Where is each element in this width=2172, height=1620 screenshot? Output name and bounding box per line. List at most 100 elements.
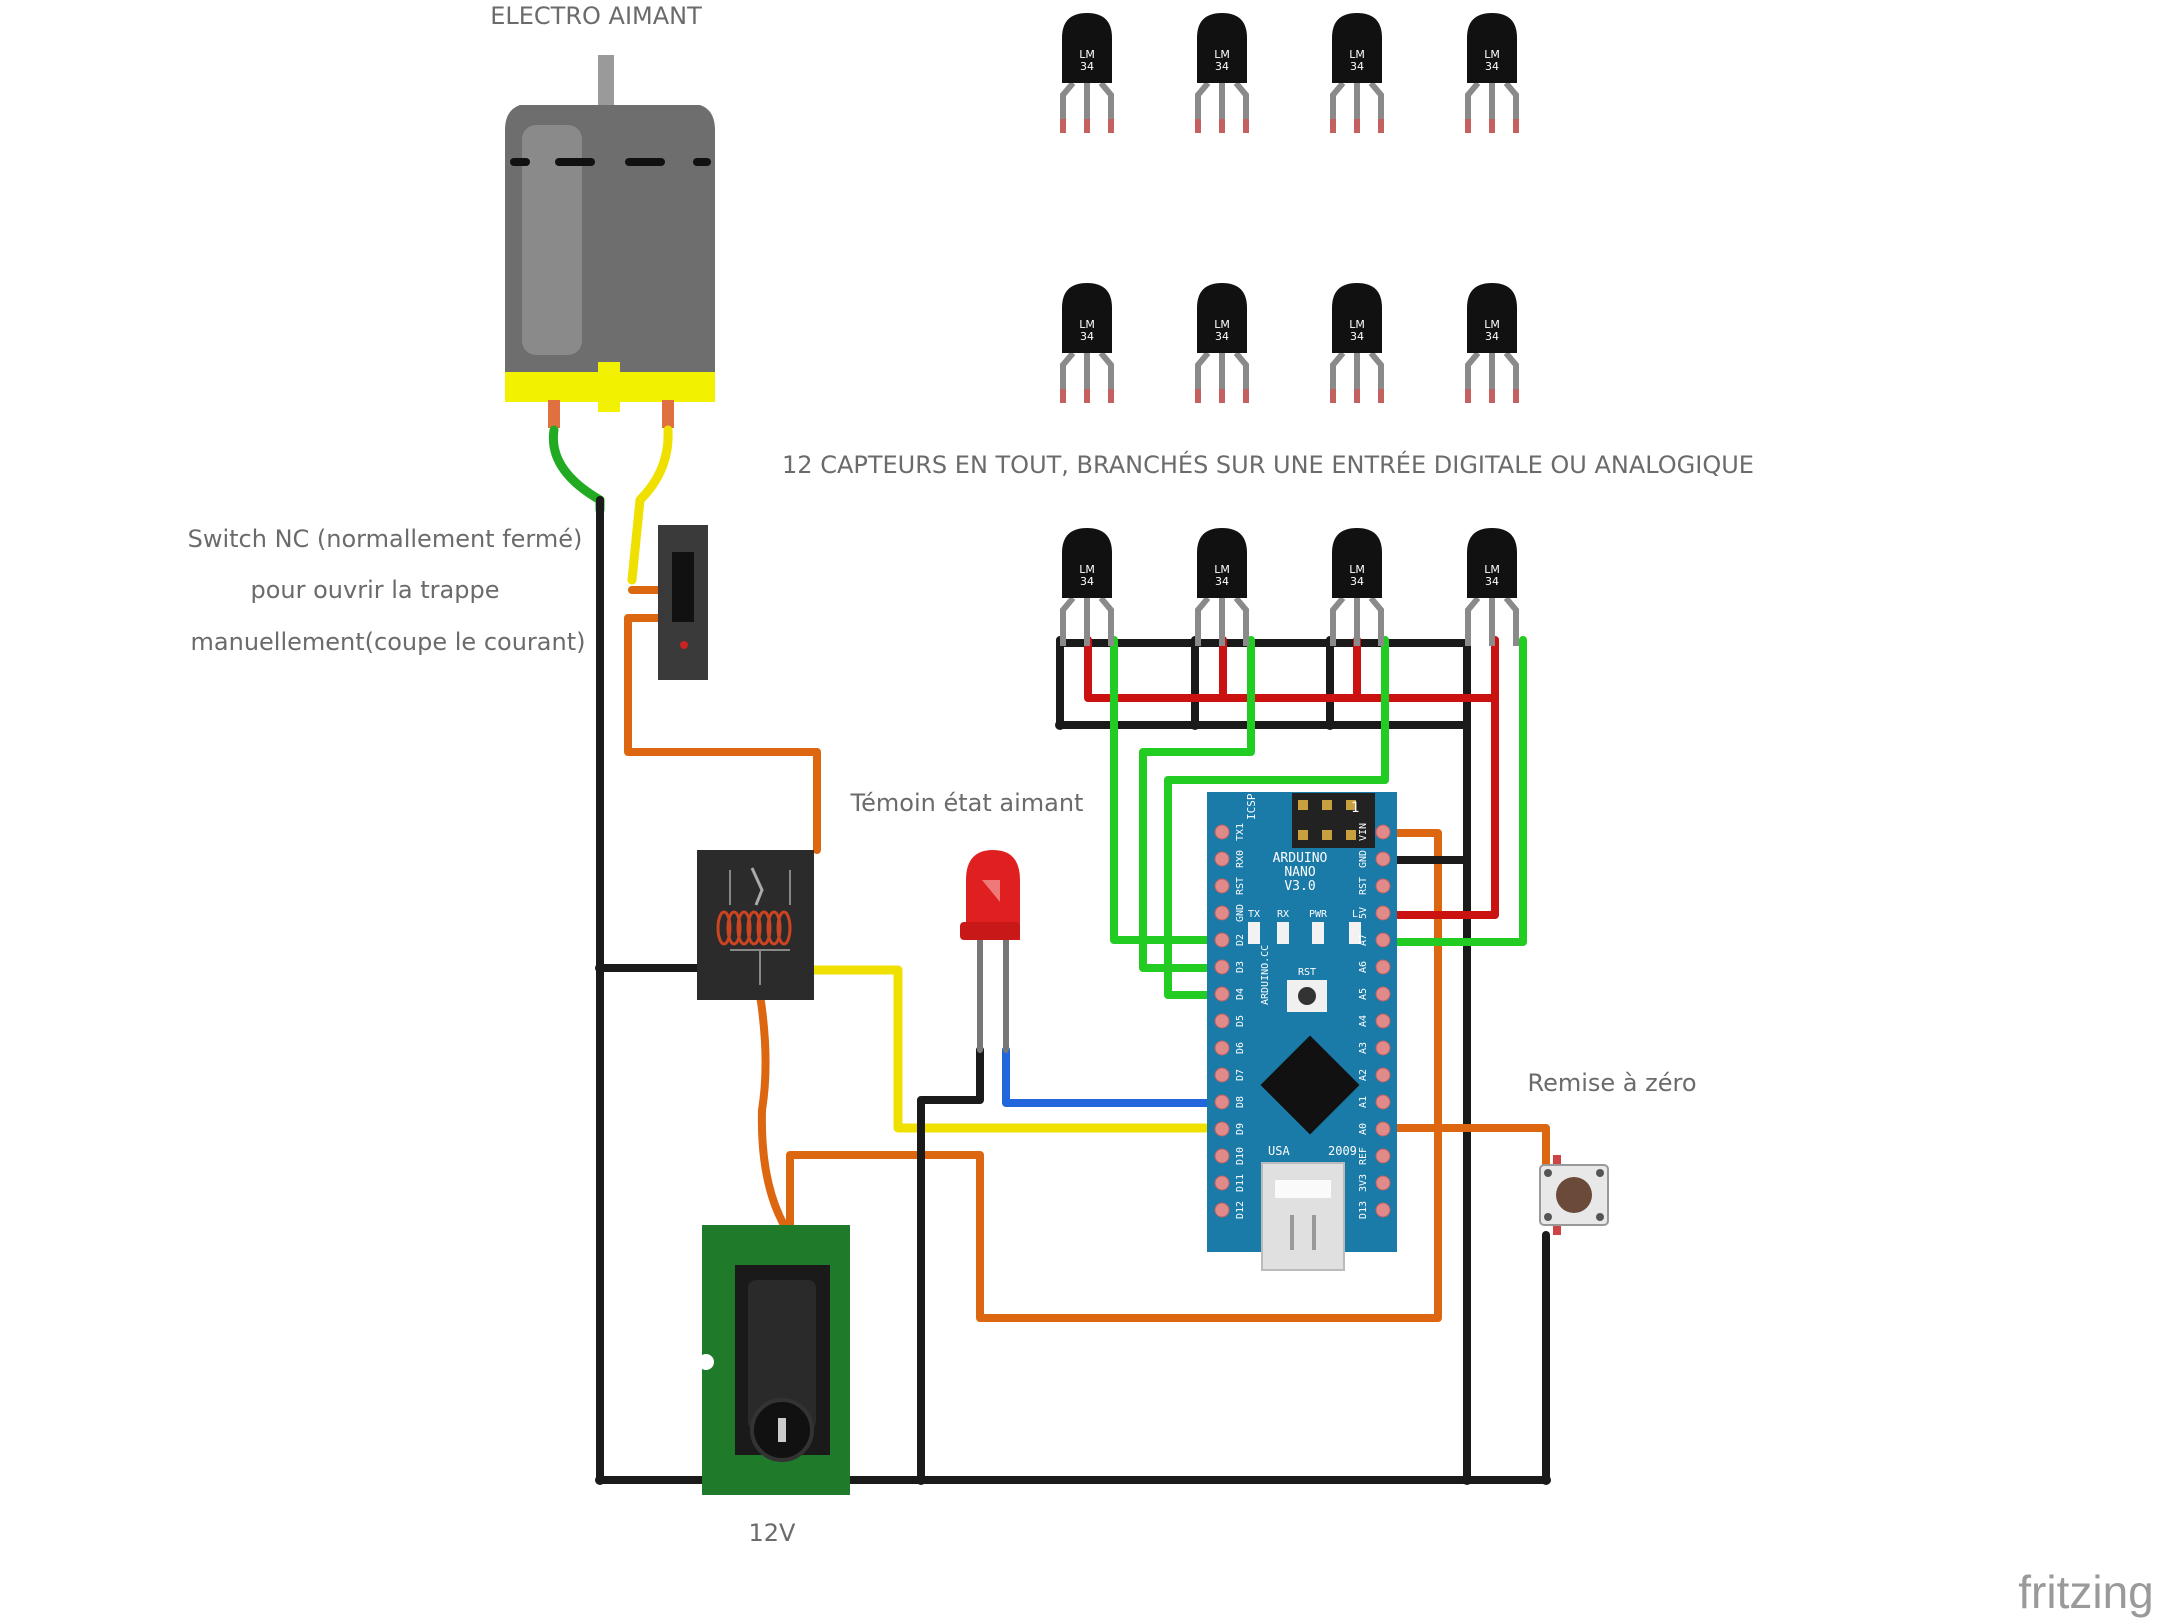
wire-orange-relay-jack[interactable] (756, 991, 794, 1239)
nano-pin-rst[interactable] (1214, 878, 1230, 894)
nano-pin-label: D9 (1235, 1123, 1246, 1135)
nano-pin-tx1[interactable] (1214, 824, 1230, 840)
nano-pin-d6[interactable] (1214, 1040, 1230, 1056)
nano-pin-d8[interactable] (1214, 1094, 1230, 1110)
nano-pin-vin[interactable] (1375, 824, 1391, 840)
nano-pin-gnd[interactable] (1214, 905, 1230, 921)
sensor-leg-tip (1465, 119, 1471, 133)
switch-lever[interactable] (672, 552, 694, 622)
nano-pin-d3[interactable] (1214, 959, 1230, 975)
label-switch-line1: Switch NC (normallement fermé) (188, 525, 583, 553)
nano-pin-label: A0 (1358, 1123, 1369, 1135)
nano-pin-d7[interactable] (1214, 1067, 1230, 1083)
reset-button[interactable] (1539, 1155, 1609, 1235)
sensor-leg-tip (1060, 389, 1066, 403)
nano-pin-a2[interactable] (1375, 1067, 1391, 1083)
sensor-body (1332, 283, 1382, 353)
sensor-leg (1233, 596, 1249, 646)
nano-pin-d4[interactable] (1214, 986, 1230, 1002)
led-shine (982, 880, 1000, 902)
nano-pin-d10[interactable] (1214, 1148, 1230, 1164)
sensor-body (1467, 528, 1517, 598)
sensor-body (1332, 528, 1382, 598)
wire-green-sensor1-d2[interactable] (1110, 636, 1226, 944)
wire-orange-switch-relay[interactable] (624, 614, 821, 854)
wire-blue-led-d8[interactable] (1002, 1046, 1226, 1107)
label-12v: 12V (749, 1519, 797, 1547)
sensor-leg (1368, 596, 1384, 646)
nano-pin-a4[interactable] (1375, 1013, 1391, 1029)
relay[interactable] (697, 850, 814, 1000)
sensor-label-34: 34 (1350, 575, 1364, 588)
nano-pin-a6[interactable] (1375, 959, 1391, 975)
power-jack[interactable] (698, 1225, 850, 1495)
sensor-body (1062, 528, 1112, 598)
nano-led-label-l: L (1352, 909, 1358, 920)
label-temoin: Témoin état aimant (850, 789, 1084, 817)
indicator-led (960, 850, 1020, 940)
sensor-leg-tip (1084, 389, 1090, 403)
wire-endpoints (595, 720, 1551, 1485)
sensor-body (1197, 13, 1247, 83)
wire-led-ground[interactable] (917, 1046, 984, 1484)
nano-pin-d9[interactable] (1214, 1121, 1230, 1137)
nano-pin-label: 3V3 (1358, 1174, 1369, 1192)
nano-pin-label: D3 (1235, 961, 1246, 973)
sensor-body (1467, 283, 1517, 353)
electromagnet-terminal-left (548, 400, 560, 428)
sensor-body (1062, 283, 1112, 353)
power-jack-notch (698, 1354, 714, 1370)
sensor-leg (1330, 596, 1346, 646)
nano-pin-5v[interactable] (1375, 905, 1391, 921)
nano-pin-label: A5 (1358, 988, 1369, 1000)
wire-orange-a0-reset[interactable] (1388, 1124, 1550, 1169)
nano-pin-a1[interactable] (1375, 1094, 1391, 1110)
nano-pin-gnd[interactable] (1375, 851, 1391, 867)
nc-switch[interactable] (658, 525, 708, 680)
wire-orange-vin[interactable] (786, 829, 1442, 1322)
nano-reset-cap[interactable] (1298, 987, 1316, 1005)
nano-pin-label: D8 (1235, 1096, 1246, 1108)
nano-pin-rst[interactable] (1375, 878, 1391, 894)
wire-green-sensor3-d4[interactable] (1164, 636, 1389, 999)
nano-pin-d5[interactable] (1214, 1013, 1230, 1029)
nano-pin-label: RX0 (1235, 850, 1246, 868)
nano-pin-a0[interactable] (1375, 1121, 1391, 1137)
nano-pin-d11[interactable] (1214, 1175, 1230, 1191)
nano-pin-ref[interactable] (1375, 1148, 1391, 1164)
nano-pin-d13[interactable] (1375, 1202, 1391, 1218)
sensor-leg-tip (1330, 389, 1336, 403)
wire-green-magnet[interactable] (548, 425, 605, 515)
nano-pin-a7[interactable] (1375, 932, 1391, 948)
sensor-body (1197, 528, 1247, 598)
wire-sensor-ground-bus-2[interactable] (1056, 636, 1471, 729)
arduino-nano: ICSP 1 ARDUINO NANO V3.0 ARDUINO.CC TX R… (1207, 792, 1397, 1271)
wire-green-sensor4-a7[interactable] (1388, 636, 1527, 946)
wire-yellow-magnet[interactable] (627, 425, 673, 585)
nano-pin-d12[interactable] (1214, 1202, 1230, 1218)
wire-yellow-relay-d9[interactable] (807, 965, 1227, 1133)
nano-pin-a5[interactable] (1375, 986, 1391, 1002)
sensor-label-lm: LM (1484, 318, 1500, 331)
reset-button-cap[interactable] (1556, 1177, 1592, 1213)
sensor-leg (1098, 596, 1114, 646)
nano-pin-rx0[interactable] (1214, 851, 1230, 867)
nano-pin-3v3[interactable] (1375, 1175, 1391, 1191)
nano-pin-a3[interactable] (1375, 1040, 1391, 1056)
nano-pin-d2[interactable] (1214, 932, 1230, 948)
nano-usb-port[interactable] (1261, 1162, 1345, 1271)
